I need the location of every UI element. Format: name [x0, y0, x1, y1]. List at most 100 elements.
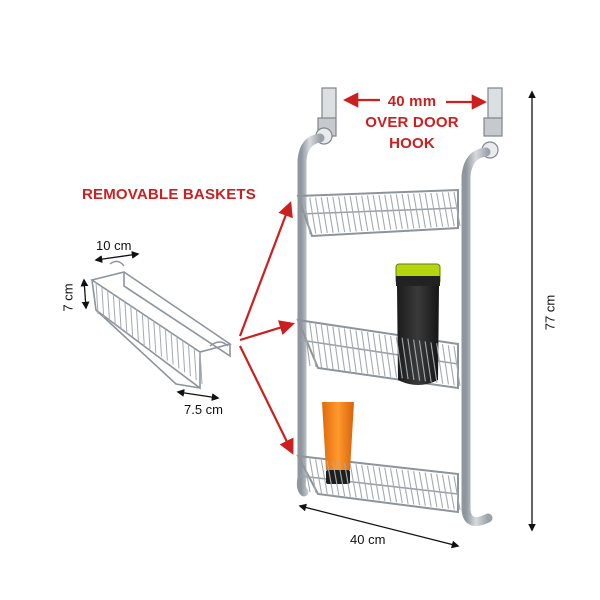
basket-wire: [355, 195, 363, 232]
loose-basket-wire: [164, 328, 168, 361]
basket-wire: [453, 345, 461, 387]
basket-wire: [349, 196, 357, 232]
basket-wire: [407, 193, 415, 229]
basket-wire: [343, 196, 351, 232]
basket-wire: [401, 193, 409, 229]
basket-wire: [309, 322, 317, 367]
basket-wire: [355, 464, 363, 499]
basket-wire: [401, 469, 409, 504]
basket-height-label: 7 cm: [60, 283, 76, 312]
loose-basket-wire: [141, 313, 145, 346]
basket-wire: [303, 457, 311, 493]
basket-wire: [320, 197, 328, 234]
loose-basket-wire: [124, 301, 128, 334]
basket-wire: [320, 324, 328, 369]
basket-wire: [309, 458, 317, 493]
basket-wire: [389, 335, 398, 378]
basket-wire: [338, 327, 346, 371]
basket-wire: [343, 462, 351, 497]
loose-basket-wire: [187, 344, 191, 377]
basket-wire: [407, 470, 415, 505]
basket-wire: [303, 197, 311, 235]
loose-basket-wire: [147, 316, 151, 350]
basket-wire: [441, 344, 450, 385]
basket-wire: [441, 192, 450, 227]
basket-wire: [314, 459, 323, 494]
basket-wires: [303, 191, 461, 511]
basket-wire: [413, 193, 421, 229]
total-width-label: 40 cm: [350, 532, 386, 547]
loose-basket-wire: [130, 305, 134, 338]
dimension-lines: [80, 90, 536, 549]
basket-wire: [418, 471, 426, 506]
basket-wire: [407, 338, 415, 380]
basket-wire: [384, 467, 392, 502]
basket-wire: [378, 333, 386, 377]
rack-basket-top: [296, 188, 459, 238]
loose-basket-wire: [170, 332, 174, 365]
basket-wire: [453, 191, 461, 227]
removable-basket: [90, 260, 232, 390]
basket-wire: [436, 343, 444, 384]
basket-wire: [424, 472, 432, 507]
loose-basket-wire: [101, 285, 105, 318]
basket-wire: [332, 461, 340, 496]
basket-wire: [366, 332, 375, 375]
removable-baskets-label: REMOVABLE BASKETS: [82, 186, 256, 203]
basket-wire: [314, 197, 323, 234]
basket-wire: [436, 473, 444, 509]
basket-wire: [372, 195, 380, 231]
loose-basket-wire: [107, 289, 111, 322]
loose-basket-wire: [193, 348, 197, 381]
loose-basket-wire: [176, 336, 180, 369]
basket-wire: [384, 334, 392, 377]
basket-wire: [349, 463, 357, 498]
basket-wire: [314, 323, 323, 368]
basket-wire: [326, 196, 334, 233]
rack-frame: [296, 133, 493, 527]
loose-basket-wire: [199, 351, 203, 385]
basket-wire: [430, 192, 438, 228]
basket-wire: [424, 193, 432, 228]
basket-wire: [332, 196, 340, 233]
loose-basket-wire: [112, 293, 116, 326]
basket-wire: [395, 194, 403, 230]
basket-wire: [326, 325, 334, 370]
basket-wire: [338, 462, 346, 497]
basket-depth-label: 7.5 cm: [184, 402, 224, 417]
loose-basket-wire: [182, 340, 186, 373]
basket-wire: [401, 337, 409, 380]
basket-wire: [355, 330, 363, 373]
basket-wire: [418, 340, 426, 382]
loose-basket-wire: [159, 324, 163, 357]
basket-wire: [436, 192, 444, 228]
basket-wire: [303, 321, 311, 367]
basket-wire: [424, 341, 432, 383]
basket-wire: [378, 194, 386, 231]
basket-wire: [349, 329, 357, 373]
basket-wire: [447, 344, 455, 386]
basket-wire: [338, 196, 346, 233]
door-hook-right: [481, 87, 503, 159]
basket-wire: [389, 194, 398, 230]
basket-wire: [430, 342, 438, 384]
basket-wire: [320, 459, 328, 495]
basket-wire: [372, 466, 380, 501]
bottle-black: [395, 263, 441, 385]
basket-wire: [418, 193, 426, 228]
basket-length-label: 10 cm: [96, 238, 132, 253]
hook-label: HOOK: [389, 135, 435, 152]
basket-wire: [309, 197, 317, 234]
loose-basket-wire: [118, 297, 122, 330]
tube-orange: [322, 402, 354, 484]
basket-wire: [366, 465, 375, 500]
basket-wire: [361, 331, 369, 374]
over-door-label: OVER DOOR: [365, 114, 459, 131]
basket-wire: [343, 328, 351, 372]
callout-arrows: [238, 92, 488, 455]
loose-basket-wire: [95, 281, 99, 315]
basket-wire: [413, 339, 421, 381]
basket-wire: [378, 466, 386, 502]
basket-wire: [361, 464, 369, 500]
